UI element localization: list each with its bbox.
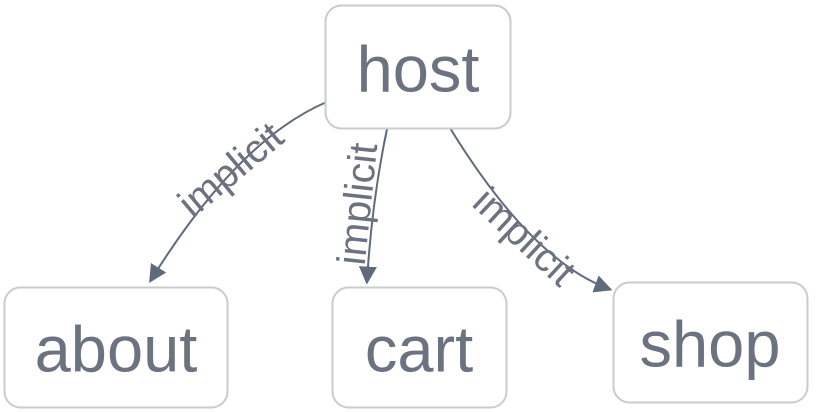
node-host: host bbox=[324, 4, 512, 130]
edge-host-cart bbox=[358, 128, 388, 285]
edge-host-shop bbox=[449, 127, 613, 293]
edge-path-host-cart bbox=[358, 128, 388, 285]
node-shop: shop bbox=[612, 281, 809, 404]
edge-host-about bbox=[149, 100, 330, 284]
node-shop-label: shop bbox=[640, 308, 781, 381]
node-cart-box bbox=[331, 286, 508, 409]
edge-label-host-shop: implicit bbox=[464, 179, 583, 295]
node-about-box bbox=[3, 286, 229, 409]
edge-path-host-shop bbox=[449, 127, 613, 293]
node-cart-label: cart bbox=[365, 313, 473, 386]
node-host-label: host bbox=[357, 33, 480, 106]
node-about-label: about bbox=[35, 313, 198, 386]
edge-path-host-about bbox=[149, 100, 330, 284]
node-host-box bbox=[324, 4, 512, 130]
node-cart: cart bbox=[331, 286, 508, 409]
edge-label-host-about: implicit bbox=[170, 114, 292, 226]
node-shop-box bbox=[612, 281, 809, 404]
edge-label-host-cart: implicit bbox=[330, 141, 387, 267]
node-about: about bbox=[3, 286, 229, 409]
